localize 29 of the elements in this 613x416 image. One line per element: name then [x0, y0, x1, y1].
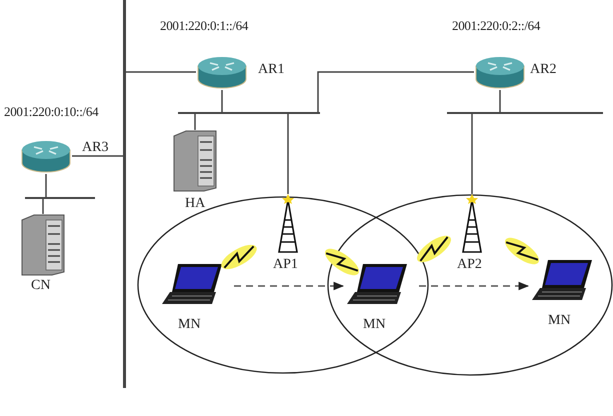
network-bus-line [447, 112, 603, 114]
subnet-prefix-label: 2001:220:0:10::/64 [4, 104, 98, 119]
connection-line [42, 199, 44, 214]
connection-line [499, 90, 501, 112]
connection-line [194, 114, 196, 130]
device-label: HA [185, 196, 206, 212]
device-label: AP1 [273, 257, 298, 273]
device-label: AR2 [530, 62, 556, 78]
connection-line [317, 71, 474, 112]
connection-line [45, 174, 47, 197]
device-label: CN [31, 278, 50, 294]
connection-line [471, 114, 473, 194]
connection-line [287, 114, 289, 194]
device-label: AR1 [258, 62, 284, 78]
dashed-arrow [419, 282, 530, 290]
network-bus-line [25, 197, 95, 199]
network-bus-line [123, 0, 126, 388]
subnet-prefix-label: 2001:220:0:2::/64 [452, 18, 540, 33]
connection-line [72, 155, 123, 157]
subnet-prefix-label: 2001:220:0:1::/64 [160, 18, 248, 33]
connection-line [126, 71, 196, 73]
dashed-arrow [234, 282, 344, 290]
network-bus-line [178, 112, 320, 114]
device-label: MN [363, 317, 386, 333]
device-label: AR3 [82, 140, 108, 156]
device-label: MN [178, 317, 201, 333]
device-label: AP2 [457, 257, 482, 273]
device-label: MN [548, 313, 571, 329]
connection-line [221, 90, 223, 112]
